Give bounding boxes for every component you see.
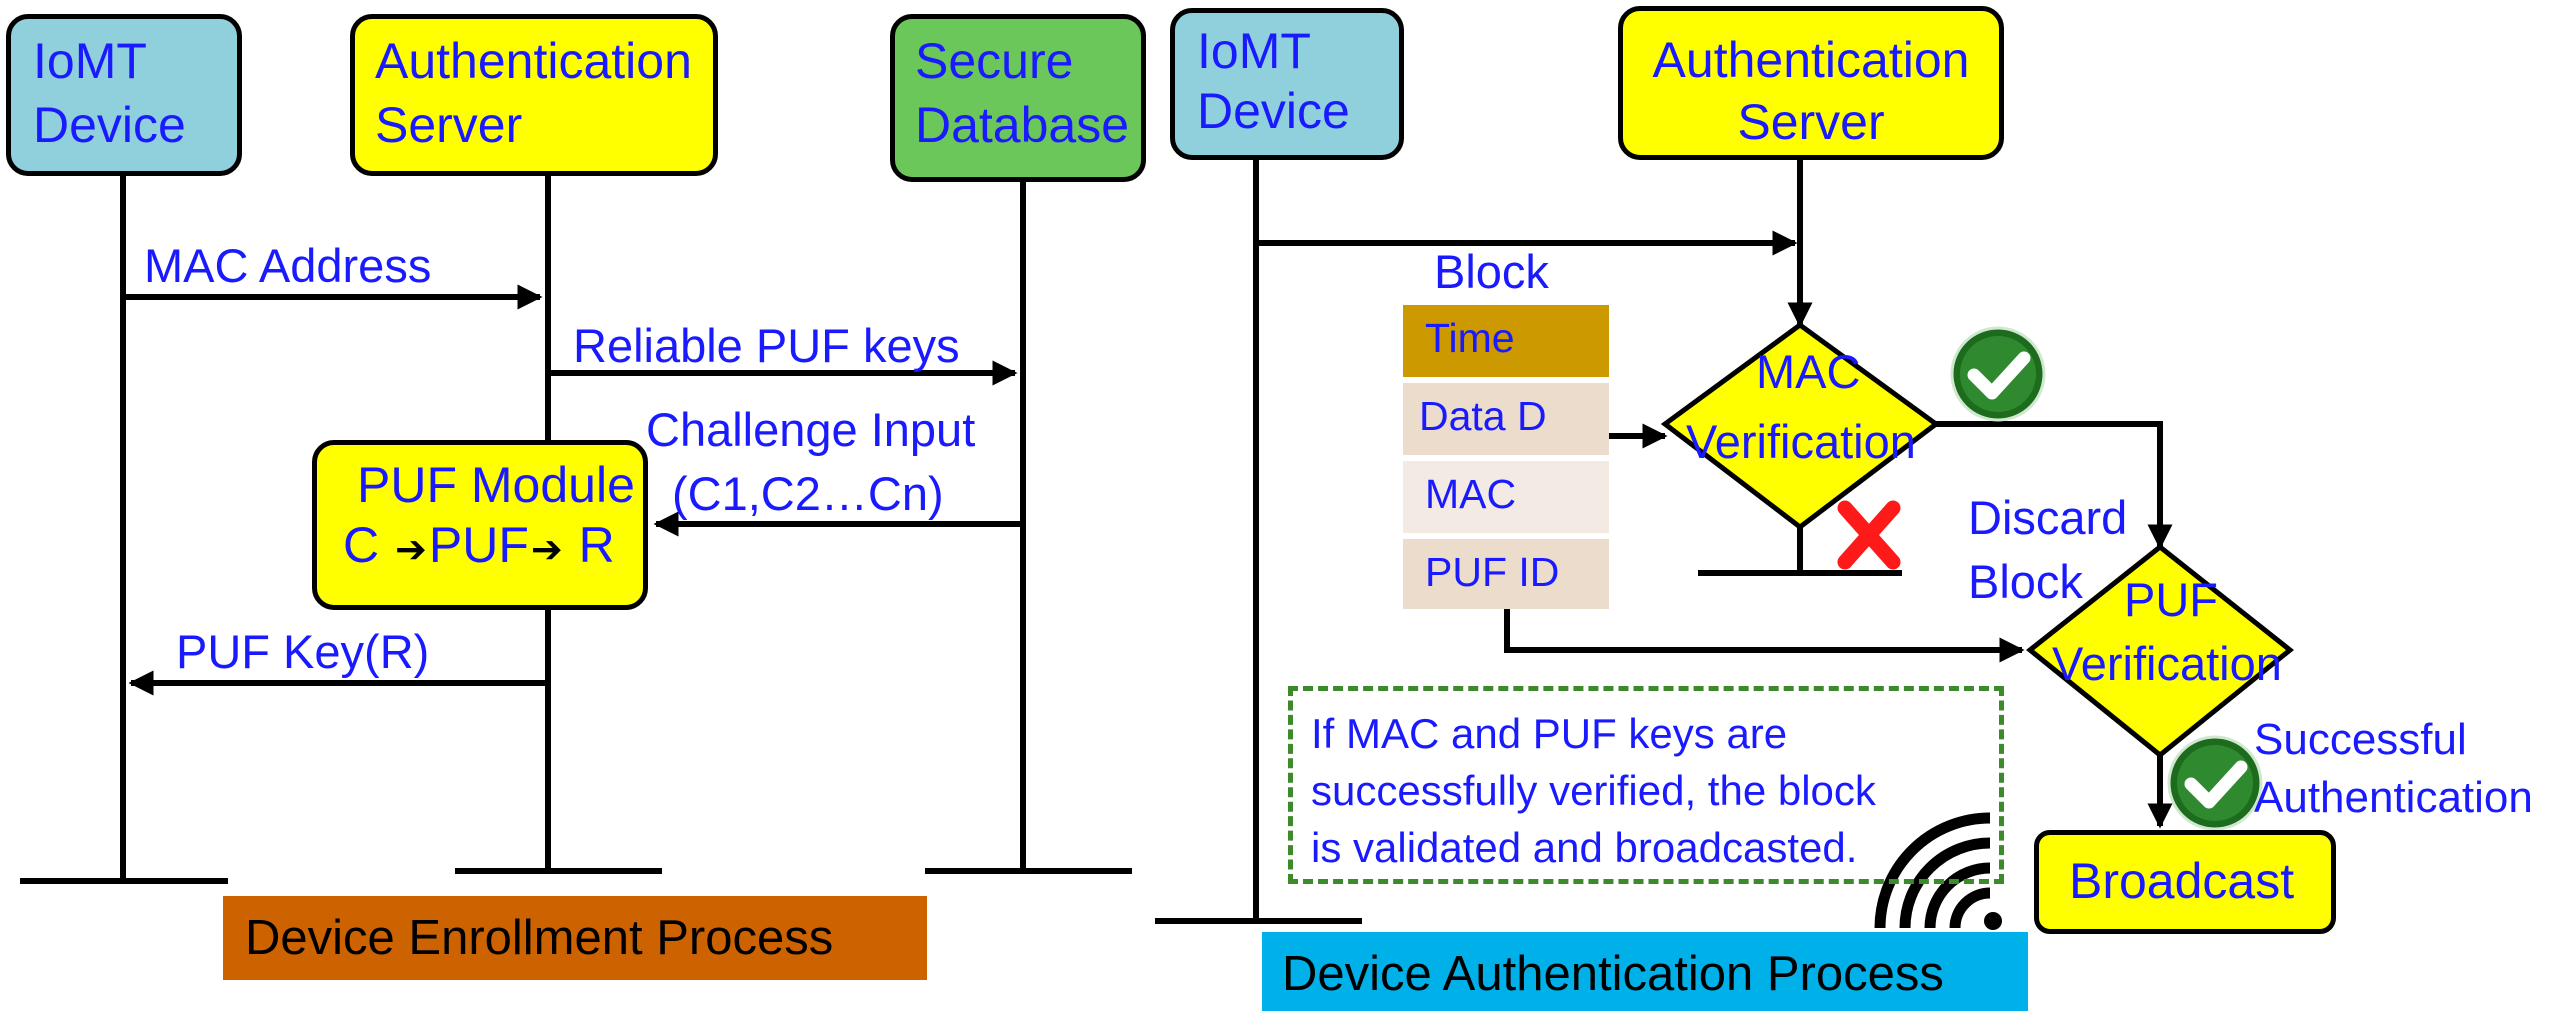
- iomt-device-box-enroll: IoMT Device: [6, 14, 242, 176]
- auth-server-label-1: Authentication: [375, 33, 692, 89]
- auth-server-box-enroll: Authentication Server: [350, 14, 718, 176]
- puf-module-title: PUF Module: [357, 457, 635, 513]
- puf-challenge-c: C: [343, 517, 380, 573]
- secure-db-label-1: Secure: [915, 33, 1074, 89]
- note-line-1: If MAC and PUF keys are: [1311, 710, 1788, 757]
- mac-verification-label-1: MAC: [1756, 345, 1861, 398]
- note-line-3: is validated and broadcasted.: [1311, 824, 1858, 871]
- validation-note: If MAC and PUF keys are successfully ver…: [1288, 686, 2004, 884]
- auth-server-label-2: Server: [375, 97, 523, 153]
- secure-db-label-2: Database: [915, 97, 1130, 153]
- msg-challenge-line-2: (C1,C2…Cn): [672, 467, 944, 520]
- cross-icon: [1837, 500, 1901, 570]
- block-field-time: Time: [1403, 305, 1609, 377]
- iomt-device-label-1: IoMT: [33, 33, 147, 89]
- msg-mac-address: MAC Address: [144, 239, 432, 292]
- iomt-device-label-2: Device: [33, 97, 186, 153]
- discard-label-2: Block: [1968, 555, 2083, 608]
- mac-verification-diamond: [1660, 321, 1941, 531]
- note-line-2: successfully verified, the block: [1311, 767, 1876, 814]
- iomt-device-auth-label-2: Device: [1197, 83, 1350, 139]
- successful-label-1: Successful: [2254, 715, 2467, 764]
- successful-label-2: Authentication: [2254, 773, 2533, 822]
- msg-reliable-puf-keys: Reliable PUF keys: [573, 319, 960, 372]
- auth-server-auth-label-1: Authentication: [1652, 32, 1970, 88]
- arrow-mac-to-puf: [1936, 421, 2173, 550]
- check-icon: [1950, 326, 2046, 422]
- iomt-device-box-auth: IoMT Device: [1170, 8, 1404, 160]
- mac-verification-label-2: Verification: [1686, 415, 1916, 468]
- puf-verification-label-1: PUF: [2124, 573, 2218, 626]
- discard-label-1: Discard: [1968, 491, 2128, 544]
- block-field-puf-id: PUF ID: [1403, 539, 1609, 609]
- block-label: Block: [1434, 245, 1549, 298]
- puf-verification-diamond: [2025, 543, 2295, 759]
- wireless-signal-icon: [1874, 812, 2002, 930]
- arrow-right-icon: ➔: [530, 529, 563, 571]
- puf-module-flow: C ➔PUF➔ R: [343, 515, 643, 580]
- puf-verification-label-2: Verification: [2052, 637, 2282, 690]
- check-icon: [2167, 735, 2263, 831]
- broadcast-label: Broadcast: [2069, 853, 2295, 909]
- broadcast-box: Broadcast: [2034, 830, 2336, 934]
- authentication-caption: Device Authentication Process: [1262, 932, 2028, 1011]
- puf-module-box: PUF Module C ➔PUF➔ R: [312, 440, 648, 610]
- puf-label: PUF: [428, 517, 529, 573]
- msg-challenge-line-1: Challenge Input: [646, 403, 976, 456]
- auth-server-box-auth: Authentication Server: [1618, 6, 2004, 160]
- auth-server-auth-label-2: Server: [1737, 94, 1885, 150]
- enrollment-caption: Device Enrollment Process: [223, 896, 927, 980]
- msg-puf-key-r: PUF Key(R): [176, 625, 430, 678]
- block-field-mac: MAC: [1403, 461, 1609, 533]
- arrow-right-icon: ➔: [395, 529, 427, 571]
- block-field-data: Data D: [1403, 383, 1609, 455]
- secure-database-box: Secure Database: [890, 14, 1146, 182]
- arrow-pufid-to-puf: [1504, 599, 2025, 663]
- iomt-device-auth-label-1: IoMT: [1197, 23, 1311, 79]
- puf-response-r: R: [578, 517, 615, 573]
